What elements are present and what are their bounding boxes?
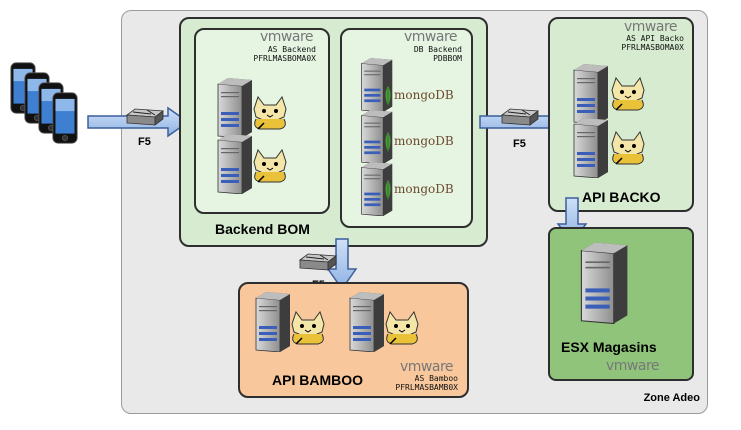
vmware-logo: vmware	[404, 29, 458, 45]
tomcat-icon	[611, 131, 645, 165]
vmware-logo: vmware	[400, 359, 454, 375]
api-backo-title: API BACKO	[582, 189, 661, 205]
mongodb-label: mongoDB	[394, 88, 454, 102]
f5-switch-icon	[501, 108, 539, 126]
f5-label: F5	[138, 136, 151, 148]
backend-bom-title: Backend BOM	[215, 221, 310, 237]
api-bamboo-name: AS Bamboo	[414, 374, 458, 383]
db-backend-host: PDBBOM	[433, 54, 462, 63]
mongodb-leaf-icon	[385, 86, 391, 106]
f5-label: F5	[513, 138, 526, 150]
as-backend-host: PFRLMASBOMA0X	[253, 54, 316, 63]
mongodb-label: mongoDB	[394, 182, 454, 196]
vmware-logo: vmware	[624, 19, 678, 35]
tomcat-icon	[253, 96, 287, 130]
mongodb-leaf-icon	[385, 132, 391, 152]
api-bamboo-title: API BAMBOO	[272, 372, 363, 388]
mobile-devices-icon	[10, 62, 78, 144]
as-backend-subtitle: AS Backend PFRLMASBOMA0X	[220, 45, 316, 63]
api-backo-box	[548, 17, 694, 212]
tomcat-icon	[253, 149, 287, 183]
zone-label: Zone Adeo	[643, 392, 700, 404]
api-bamboo-host: PFRLMASBAMB0X	[395, 383, 458, 392]
tomcat-icon	[611, 77, 645, 111]
f5-switch-icon	[299, 253, 337, 271]
api-backo-subtitle: AS API Backo PFRLMASBOMA0X	[588, 34, 684, 52]
api-backo-host: PFRLMASBOMA0X	[621, 43, 684, 52]
api-backo-name: AS API Backo	[626, 34, 684, 43]
arrow-backend-to-bamboo	[326, 238, 358, 291]
mongodb-leaf-icon	[385, 180, 391, 200]
esx-magasins-title: ESX Magasins	[561, 339, 657, 355]
db-backend-subtitle: DB Backend PDBBOM	[380, 45, 462, 63]
api-bamboo-subtitle: AS Bamboo PFRLMASBAMB0X	[362, 374, 458, 392]
f5-switch-icon	[126, 108, 164, 126]
as-backend-name: AS Backend	[267, 45, 316, 54]
db-backend-name: DB Backend	[413, 45, 462, 54]
tomcat-icon	[385, 311, 419, 345]
vmware-logo: vmware	[260, 29, 314, 45]
mongodb-label: mongoDB	[394, 134, 454, 148]
server-icon	[580, 241, 629, 325]
vmware-logo: vmware	[606, 358, 660, 374]
tomcat-icon	[291, 311, 325, 345]
